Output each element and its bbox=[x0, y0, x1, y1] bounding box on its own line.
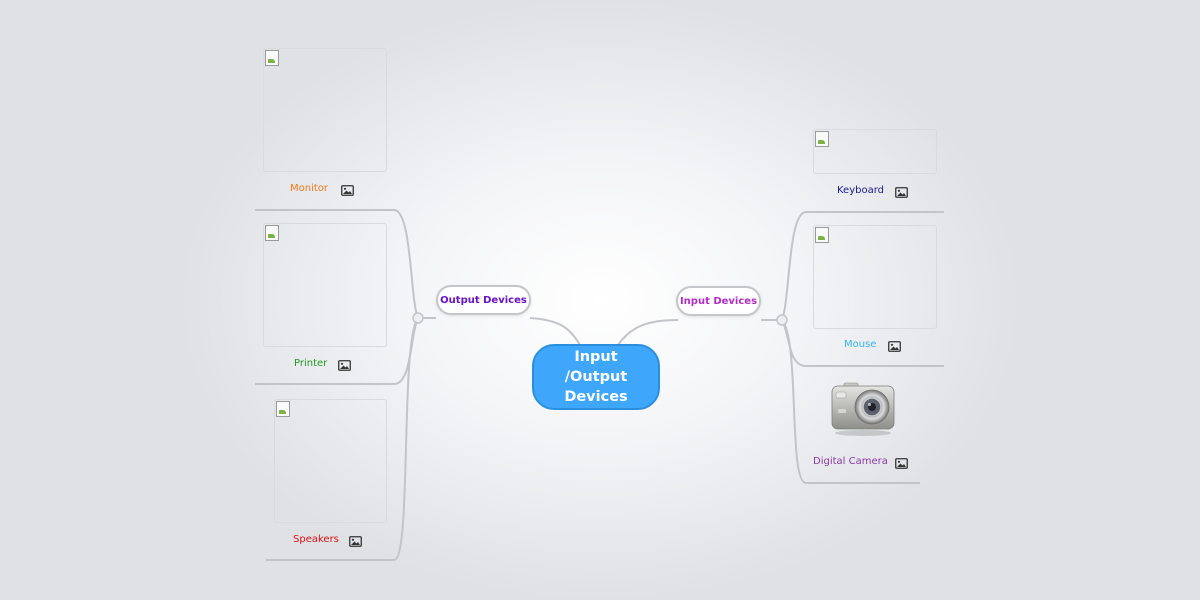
image-icon[interactable] bbox=[349, 536, 362, 547]
junction-output bbox=[412, 312, 424, 324]
leaf-label-monitor[interactable]: Monitor bbox=[290, 183, 329, 194]
leaf-label-printer[interactable]: Printer bbox=[294, 358, 328, 369]
keyboard-image-placeholder bbox=[813, 129, 937, 174]
speakers-image-placeholder bbox=[274, 399, 387, 523]
connector-to-monitor bbox=[255, 209, 419, 319]
broken-image-icon bbox=[265, 225, 279, 241]
junction-input bbox=[776, 314, 788, 326]
root-title: Input /Output Devices bbox=[564, 349, 628, 405]
connector-to-camera bbox=[781, 319, 920, 484]
image-icon[interactable] bbox=[341, 185, 354, 196]
branch-node-input-devices[interactable]: Input Devices bbox=[676, 286, 761, 316]
connector-to-keyboard bbox=[781, 211, 944, 321]
connector-to-speakers bbox=[266, 317, 419, 561]
monitor-image-placeholder bbox=[263, 48, 387, 172]
connector-root-output bbox=[529, 317, 581, 346]
mouse-image-placeholder bbox=[813, 225, 937, 329]
leaf-label-digital-camera[interactable]: Digital Camera bbox=[813, 456, 888, 467]
image-icon[interactable] bbox=[338, 360, 351, 371]
digital-camera-image bbox=[831, 382, 895, 436]
image-icon[interactable] bbox=[895, 458, 908, 469]
leaf-label-mouse[interactable]: Mouse bbox=[844, 339, 877, 350]
image-icon[interactable] bbox=[895, 187, 908, 198]
broken-image-icon bbox=[815, 131, 829, 147]
branch-label-input-devices: Input Devices bbox=[679, 295, 758, 307]
root-node[interactable]: Input /Output Devices bbox=[532, 344, 660, 410]
leaf-label-speakers[interactable]: Speakers bbox=[293, 534, 339, 545]
leaf-label-keyboard[interactable]: Keyboard bbox=[837, 185, 885, 196]
broken-image-icon bbox=[265, 50, 279, 66]
printer-image-placeholder bbox=[263, 223, 387, 347]
branch-label-output-devices: Output Devices bbox=[440, 294, 527, 306]
branch-node-output-devices[interactable]: Output Devices bbox=[436, 285, 531, 315]
broken-image-icon bbox=[276, 401, 290, 417]
connector-root-input bbox=[617, 319, 679, 346]
broken-image-icon bbox=[815, 227, 829, 243]
image-icon[interactable] bbox=[888, 341, 901, 352]
